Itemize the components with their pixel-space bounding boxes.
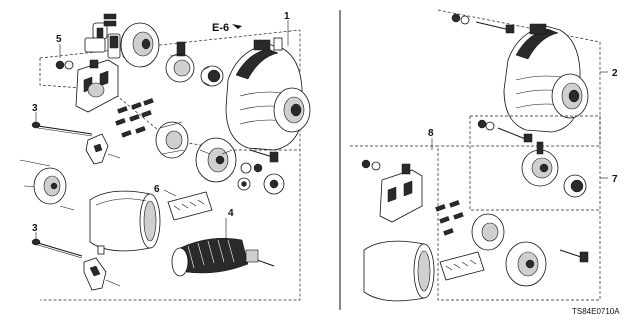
boundary-line — [437, 9, 601, 147]
gear-plate — [195, 137, 237, 183]
end-frame — [19, 159, 75, 211]
brush-plate — [155, 121, 189, 159]
through-bolt-lower — [31, 238, 83, 259]
boundary-line — [350, 145, 601, 301]
callout-part-5: 5 — [56, 34, 62, 45]
boundary-line — [39, 29, 301, 301]
callout-part-4: 4 — [228, 208, 234, 219]
callout-part-6: 6 — [154, 184, 160, 195]
reference-label: E-6 — [212, 22, 229, 34]
lever-bracket — [85, 133, 121, 165]
reference-arrow-icon — [232, 24, 242, 29]
section-reference: E-6 — [212, 22, 242, 34]
brush-springs — [115, 98, 154, 138]
drawing-code: TS84E0710A — [572, 307, 620, 316]
starter-assembly-right — [437, 9, 601, 147]
starter-housing — [225, 37, 311, 151]
yoke — [89, 190, 161, 252]
through-bolt-upper — [31, 121, 93, 137]
boundary-line — [469, 115, 601, 211]
pinion-gear — [263, 173, 285, 195]
repair-kit — [350, 145, 601, 302]
brush-holder — [55, 59, 119, 113]
boundary-line — [39, 58, 300, 151]
callout-part-1: 1 — [284, 11, 290, 22]
bearing-brush-holder — [165, 41, 195, 83]
clutch-kit — [469, 115, 601, 211]
callout-part-8: 8 — [428, 128, 434, 139]
brush-set — [167, 191, 213, 221]
starter-assembly-left — [19, 13, 311, 301]
leader-lines — [35, 20, 608, 242]
end-cover — [120, 22, 160, 68]
callout-part-2: 2 — [612, 68, 618, 79]
armature — [171, 237, 275, 277]
callout-part-7: 7 — [612, 174, 618, 185]
terminal-bolt — [237, 149, 279, 191]
callout-part-3-upper: 3 — [32, 103, 38, 114]
callout-part-3-lower: 3 — [32, 223, 38, 234]
callouts: 1 2 3 3 4 5 6 7 8 — [32, 11, 618, 234]
shift-lever — [83, 245, 121, 291]
solenoid-plunger — [84, 13, 121, 59]
small-bearing — [200, 65, 224, 87]
